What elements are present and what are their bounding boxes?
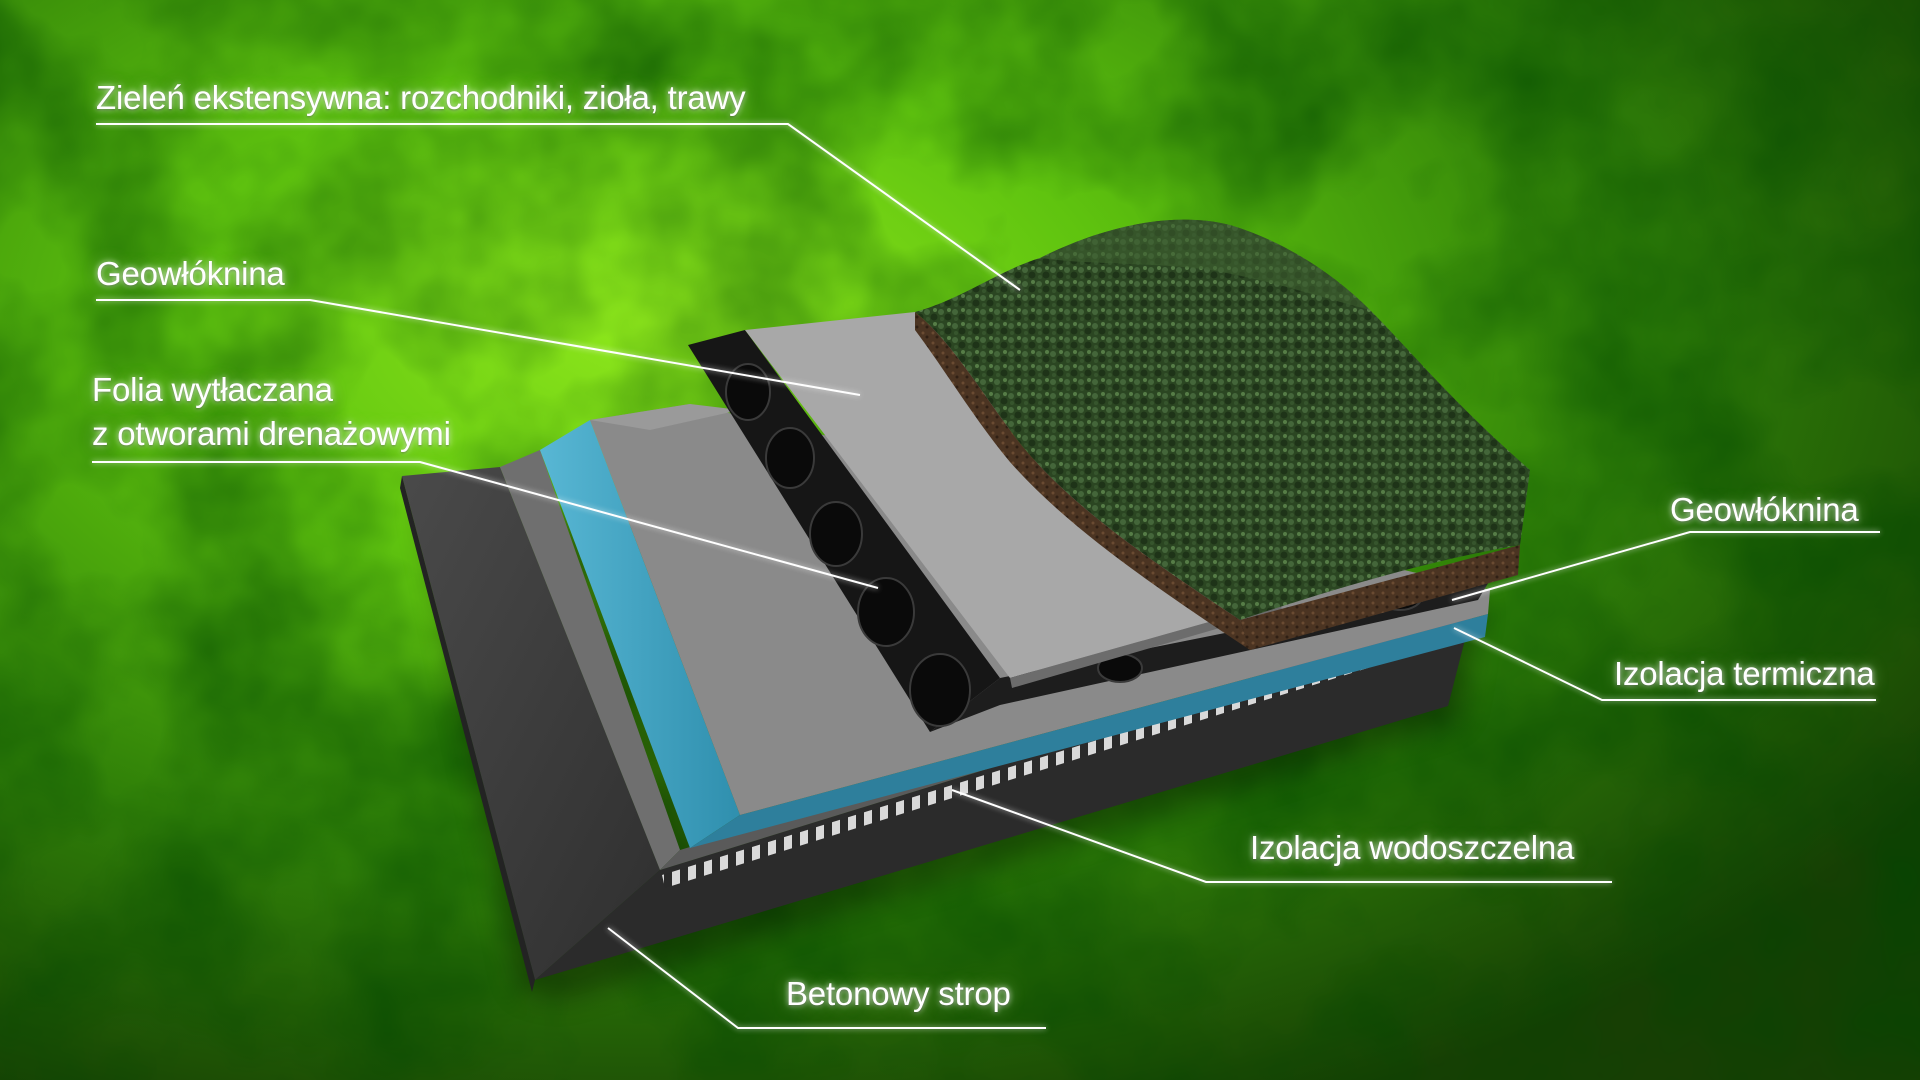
leader-geotextile-top [96,299,861,396]
label-greenery-text: Zieleń ekstensywna: rozchodniki, zioła, … [96,79,746,116]
leader-concrete [607,927,1046,1029]
label-concrete-slab: Betonowy strop [786,972,1011,1016]
label-drainage-foil-line2: z otworami drenażowymi [92,415,451,452]
leader-thermal [1453,627,1876,701]
leader-drainage-foil [92,461,879,589]
label-waterproofing: Izolacja wodoszczelna [1250,826,1574,870]
leader-greenery [96,123,1021,291]
label-drainage-foil-line1: Folia wytłaczana [92,371,333,408]
label-geotextile-top: Geowłóknina [96,252,285,296]
leader-waterproofing [951,789,1612,883]
label-thermal-insulation: Izolacja termiczna [1614,652,1875,696]
thermal-insulation-layer [540,420,1488,848]
label-thermal-insulation-text: Izolacja termiczna [1614,655,1875,692]
label-waterproofing-text: Izolacja wodoszczelna [1250,829,1575,866]
label-geotextile-right-text: Geowłóknina [1670,491,1859,528]
vegetation-layer [915,219,1530,650]
leader-geotextile-right [1451,531,1880,601]
concrete-slab-layer [400,467,1470,992]
label-concrete-slab-text: Betonowy strop [786,975,1011,1012]
leader-lines [92,123,1880,1029]
label-geotextile-top-text: Geowłóknina [96,255,285,292]
geotextile-top-sheet [745,312,1280,678]
label-drainage-foil: Folia wytłaczana z otworami drenażowymi [92,368,451,456]
label-geotextile-right: Geowłóknina [1670,488,1859,532]
label-greenery: Zieleń ekstensywna: rozchodniki, zioła, … [96,76,746,120]
